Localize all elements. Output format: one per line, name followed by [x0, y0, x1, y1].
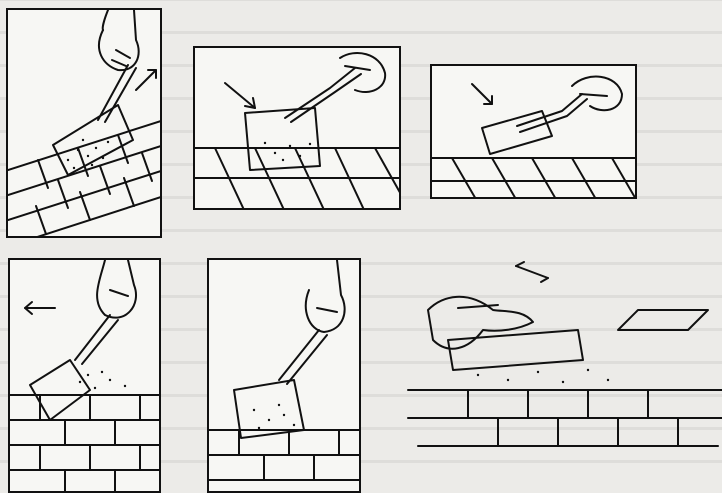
- trowel-press-illustration: [209, 260, 361, 493]
- mortar-icon: [264, 142, 311, 161]
- arrow-icon: [472, 84, 492, 104]
- step-4-panel: [8, 258, 161, 493]
- arrow-icon: [136, 70, 156, 90]
- mortar-icon: [79, 371, 126, 389]
- trowel-spread-illustration: [8, 10, 162, 238]
- trowel-edge-illustration: [432, 66, 637, 199]
- step-5-panel: [207, 258, 361, 493]
- arrow-icon: [516, 262, 548, 282]
- step-1-panel: [6, 8, 162, 238]
- step-3-panel: [430, 64, 637, 199]
- step-2-panel: [193, 46, 401, 210]
- mortar-icon: [253, 404, 295, 429]
- arrow-icon: [225, 83, 255, 108]
- hand-place-brick-illustration: [398, 250, 722, 493]
- trowel-tip-illustration: [10, 260, 161, 493]
- mortar-icon: [477, 369, 609, 383]
- step-6-panel: [398, 250, 722, 493]
- trowel-butter-illustration: [195, 48, 401, 210]
- arrow-icon: [25, 302, 55, 314]
